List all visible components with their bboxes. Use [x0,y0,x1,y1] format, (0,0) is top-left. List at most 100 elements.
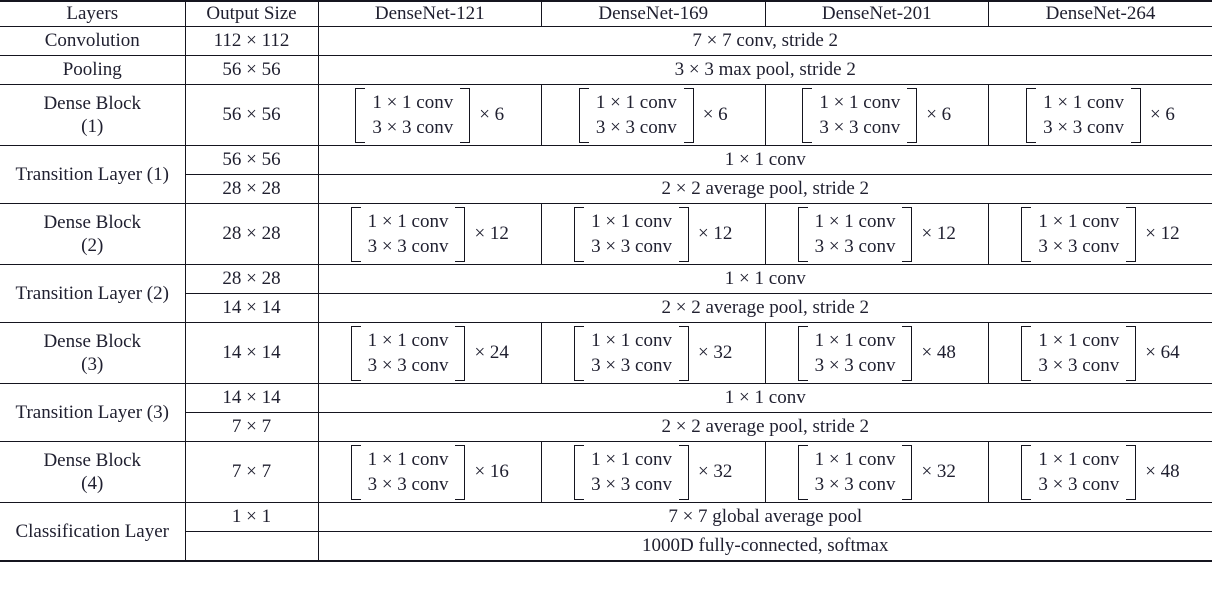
conv-line-1: 1 × 1 conv [814,329,896,351]
output-size-convolution: 112 × 112 [184,26,318,56]
header-layers: Layers [0,1,185,27]
table-row-classification-layer-b: 1000D fully-connected, softmax [0,531,1212,562]
repeat-multiplier: × 48 [1145,461,1180,483]
repeat-multiplier: × 16 [474,461,509,483]
table-row-transition-layer-2a: Transition Layer (2) 28 × 28 1 × 1 conv [0,264,1212,323]
dense-block-1-densenet-121: 1 × 1 conv 3 × 3 conv × 6 [317,84,542,146]
conv-bracket-group: 1 × 1 conv 3 × 3 conv [797,325,913,381]
header-densenet-169: DenseNet-169 [541,1,765,27]
row-label-transition-layer-1: Transition Layer (1) [0,145,185,204]
output-size-transition-layer-3b: 7 × 7 [184,412,318,442]
spec-transition-layer-1a: 1 × 1 conv [317,145,1212,175]
transition-layer-2-index: (2) [146,282,169,304]
classification-layer-title: Classification [15,520,120,542]
conv-line-2: 3 × 3 conv [367,355,449,377]
conv-bracket-group: 1 × 1 conv 3 × 3 conv [350,325,466,381]
output-size-classification-a: 1 × 1 [184,502,318,532]
bracket-right-icon [678,444,689,500]
header-densenet-201: DenseNet-201 [764,1,989,27]
transition-layer-2-title: Transition Layer [15,282,143,304]
conv-line-1: 1 × 1 conv [591,448,672,470]
bracket-right-icon [683,87,694,143]
dense-block-1-densenet-264: 1 × 1 conv 3 × 3 conv × 6 [988,84,1212,146]
conv-line-2: 3 × 3 conv [1043,117,1124,139]
bracket-left-icon [1021,206,1032,262]
repeat-multiplier: × 12 [1145,223,1180,245]
transition-layer-3-title: Transition Layer [15,401,143,423]
spec-convolution: 7 × 7 conv, stride 2 [317,26,1212,56]
conv-line-2: 3 × 3 conv [1038,474,1120,496]
dense-block-4-densenet-169: 1 × 1 conv 3 × 3 conv × 32 [541,441,765,503]
row-label-transition-layer-2: Transition Layer (2) [0,264,185,323]
spec-classification-a: 7 × 7 global average pool [317,502,1212,532]
bracket-right-icon [455,206,466,262]
conv-line-2: 3 × 3 conv [372,117,454,139]
bracket-right-icon [1126,206,1137,262]
output-size-dense-block-4: 7 × 7 [184,441,318,503]
dense-block-1-densenet-169: 1 × 1 conv 3 × 3 conv × 6 [541,84,765,146]
table-row-dense-block-3: Dense Block (3) 14 × 14 1 × 1 conv 3 × 3… [0,322,1212,384]
conv-bracket-group: 1 × 1 conv 3 × 3 conv [1021,325,1137,381]
conv-bracket-group: 1 × 1 conv 3 × 3 conv [578,87,694,143]
transition-layer-1-title: Transition Layer [15,163,143,185]
conv-line-1: 1 × 1 conv [814,448,896,470]
conv-bracket-group: 1 × 1 conv 3 × 3 conv [574,325,689,381]
bracket-left-icon [350,206,361,262]
conv-line-2: 3 × 3 conv [367,474,449,496]
bracket-right-icon [678,206,689,262]
repeat-multiplier: × 6 [926,104,952,126]
table-row-transition-layer-3b: 7 × 7 2 × 2 average pool, stride 2 [0,412,1212,442]
table-row-transition-layer-1b: 28 × 28 2 × 2 average pool, stride 2 [0,174,1212,204]
bracket-right-icon [455,444,466,500]
dense-block-2-densenet-264: 1 × 1 conv 3 × 3 conv × 12 [988,203,1212,265]
spec-transition-layer-2a: 1 × 1 conv [317,264,1212,294]
dense-block-3-densenet-264: 1 × 1 conv 3 × 3 conv × 64 [988,322,1212,384]
conv-line-1: 1 × 1 conv [1043,91,1124,113]
bracket-left-icon [574,444,585,500]
spec-transition-layer-3b: 2 × 2 average pool, stride 2 [317,412,1212,442]
table-row-transition-layer-1a: Transition Layer (1) 56 × 56 1 × 1 conv [0,145,1212,204]
bracket-right-icon [455,325,466,381]
bracket-left-icon [578,87,589,143]
bracket-left-icon [350,325,361,381]
header-densenet-121: DenseNet-121 [317,1,542,27]
table-row-transition-layer-2b: 14 × 14 2 × 2 average pool, stride 2 [0,293,1212,323]
bracket-right-icon [460,87,471,143]
repeat-multiplier: × 6 [1149,104,1175,126]
repeat-multiplier: × 6 [479,104,505,126]
output-size-dense-block-3: 14 × 14 [184,322,318,384]
spec-transition-layer-2b: 2 × 2 average pool, stride 2 [317,293,1212,323]
conv-line-1: 1 × 1 conv [814,210,896,232]
conv-line-2: 3 × 3 conv [591,474,672,496]
dense-block-4-densenet-264: 1 × 1 conv 3 × 3 conv × 48 [988,441,1212,503]
repeat-multiplier: × 32 [697,461,733,483]
output-size-dense-block-1: 56 × 56 [184,84,318,146]
output-size-transition-layer-1b: 28 × 28 [184,174,318,204]
dense-block-4-densenet-201: 1 × 1 conv 3 × 3 conv × 32 [764,441,989,503]
conv-bracket-group: 1 × 1 conv 3 × 3 conv [1021,206,1137,262]
bracket-left-icon [797,325,808,381]
conv-line-2: 3 × 3 conv [814,355,896,377]
repeat-multiplier: × 12 [921,223,956,245]
conv-bracket-group: 1 × 1 conv 3 × 3 conv [574,444,689,500]
dense-block-2-title: Dense Block [43,211,142,233]
dense-block-1-title: Dense Block [43,92,142,114]
bracket-left-icon [1026,87,1037,143]
dense-block-3-index: (3) [81,354,104,376]
conv-bracket-group: 1 × 1 conv 3 × 3 conv [355,87,471,143]
bracket-left-icon [797,444,808,500]
row-label-classification-layer: Classification Layer [0,502,185,562]
dense-block-2-densenet-121: 1 × 1 conv 3 × 3 conv × 12 [317,203,542,265]
conv-line-1: 1 × 1 conv [819,91,901,113]
dense-block-3-densenet-201: 1 × 1 conv 3 × 3 conv × 48 [764,322,989,384]
output-size-classification-b [184,531,318,562]
repeat-multiplier: × 64 [1145,342,1180,364]
conv-line-1: 1 × 1 conv [372,91,454,113]
bracket-right-icon [1130,87,1141,143]
conv-line-1: 1 × 1 conv [367,210,449,232]
dense-block-3-densenet-121: 1 × 1 conv 3 × 3 conv × 24 [317,322,542,384]
spec-transition-layer-3a: 1 × 1 conv [317,383,1212,413]
conv-line-1: 1 × 1 conv [591,210,672,232]
table-row-convolution: Convolution 112 × 112 7 × 7 conv, stride… [0,26,1212,56]
dense-block-1-index: (1) [81,116,104,138]
